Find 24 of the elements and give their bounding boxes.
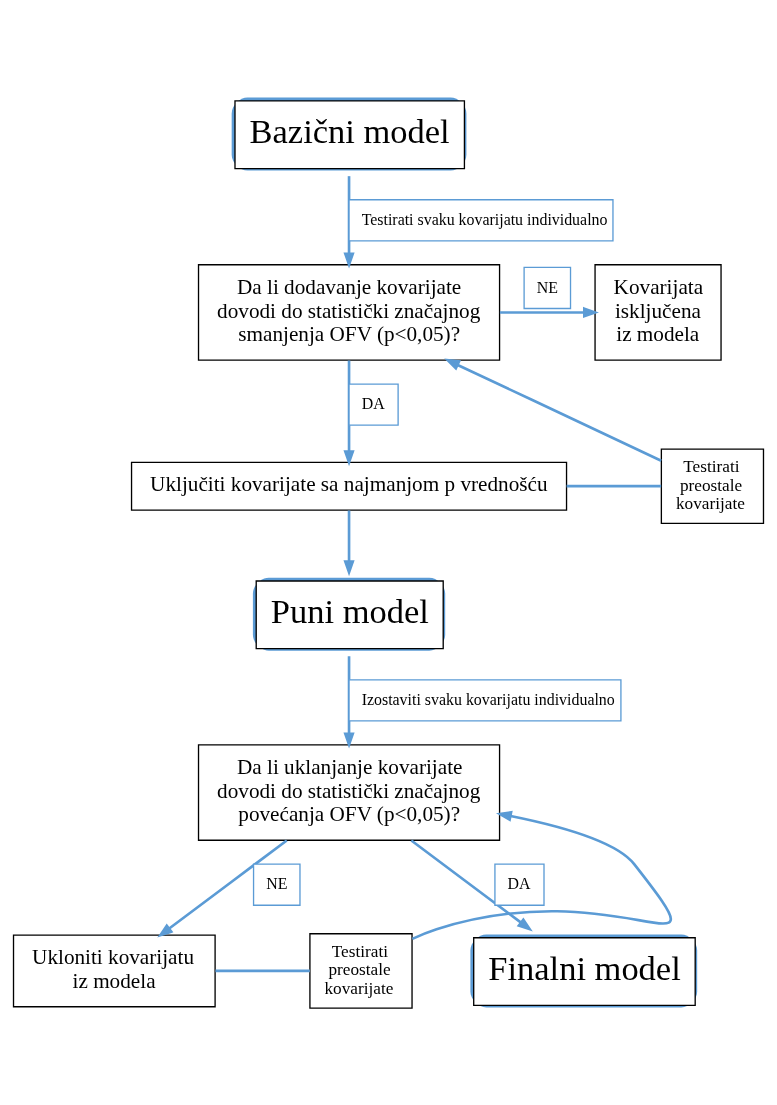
edge-label: Testirati svaku kovarijatu individualno: [361, 211, 608, 229]
node-box: Testirati preostale kovarijate: [309, 933, 413, 1009]
edge-label: Izostaviti svaku kovarijatu individualno: [361, 691, 615, 709]
arrow: [499, 306, 599, 319]
node-box: Da li uklanjanje kovarijate dovodi do statistički značajnog povećanja OFV (p<0,05)?: [197, 744, 501, 841]
arrow: [411, 810, 672, 941]
node-box: Kovarijata isključena iz modela: [594, 264, 722, 361]
arrow: [410, 839, 533, 932]
edge-label: NE: [536, 278, 558, 296]
edge-label: DA: [507, 875, 531, 893]
edge-label: NE: [266, 875, 288, 893]
node-box: Ukloniti kovarijatu iz modela: [12, 934, 216, 1008]
arrow: [444, 358, 662, 462]
arrow: [343, 510, 355, 577]
arrow: [343, 656, 355, 749]
arrow: [343, 360, 355, 467]
arrow: [157, 839, 288, 938]
connector: [566, 484, 662, 488]
connector: [215, 969, 310, 973]
edge-label: DA: [361, 395, 385, 413]
node-box: Da li dodavanje kovarijate dovodi do statistički značajnog smanjenja OFV (p<0,05)?: [197, 264, 501, 361]
node-box: Testirati preostale kovarijate: [660, 448, 765, 524]
arrow: [343, 176, 355, 269]
node-box: Uključiti kovarijate sa najmanjom p vrednošću: [130, 461, 568, 511]
